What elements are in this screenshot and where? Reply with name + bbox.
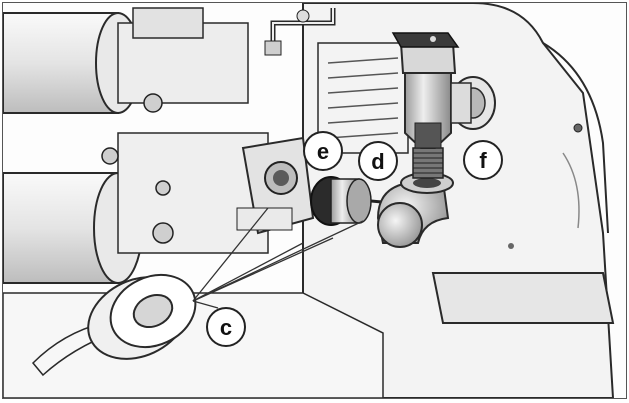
callout-d-label: d: [371, 149, 384, 174]
callout-e: e: [304, 132, 342, 170]
cylinder-lower: [3, 133, 268, 283]
boiler-fitting-illustration: c e d f: [3, 3, 626, 398]
callout-f-label: f: [479, 148, 487, 173]
diagram-frame: c e d f: [2, 2, 627, 399]
callout-e-label: e: [317, 139, 329, 164]
callout-c-label: c: [220, 315, 232, 340]
callout-f: f: [464, 141, 502, 179]
callout-d: d: [359, 142, 397, 180]
callout-c: c: [207, 308, 245, 346]
cylinder-upper: [3, 8, 248, 113]
